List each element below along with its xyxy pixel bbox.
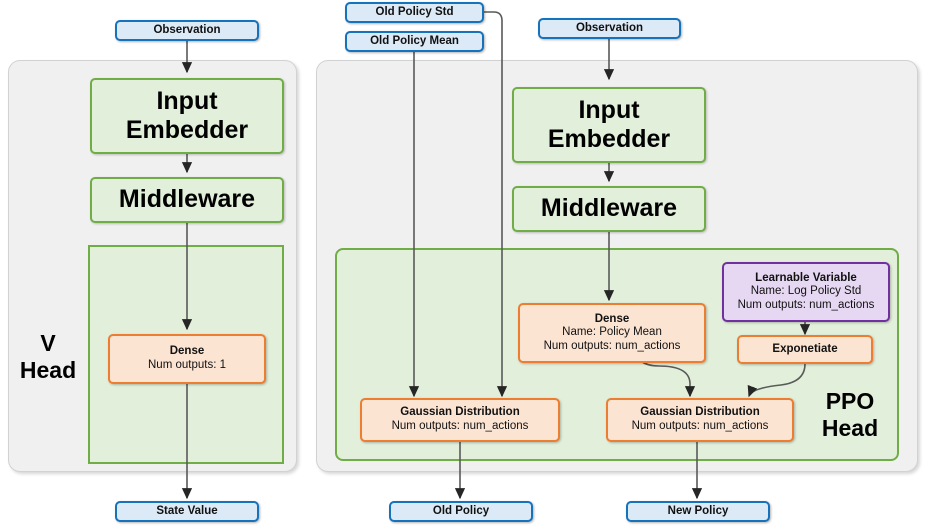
gaussian-new-title: Gaussian Distribution: [640, 406, 760, 419]
gaussian-distribution-new[interactable]: Gaussian Distribution Num outputs: num_a…: [606, 398, 794, 442]
gaussian-new-outputs: Num outputs: num_actions: [631, 420, 769, 432]
dense-v[interactable]: Dense Num outputs: 1: [108, 334, 266, 384]
gaussian-distribution-old[interactable]: Gaussian Distribution Num outputs: num_a…: [360, 398, 560, 442]
learnable-variable-outputs: Num outputs: num_actions: [737, 298, 875, 311]
middleware-v[interactable]: Middleware: [90, 177, 284, 223]
learnable-variable-name: Name: Log Policy Std: [750, 285, 862, 298]
v-head-label-line2: Head: [19, 357, 77, 384]
old-policy-std-input[interactable]: Old Policy Std: [345, 2, 484, 23]
dense-policy-mean-title: Dense: [594, 312, 630, 325]
dense-v-title: Dense: [169, 345, 205, 358]
ppo-head-label-line2: Head: [821, 415, 879, 442]
v-head-label: V Head: [8, 330, 88, 384]
gaussian-old-title: Gaussian Distribution: [400, 406, 520, 419]
gaussian-old-outputs: Num outputs: num_actions: [391, 420, 529, 432]
old-policy-mean-input[interactable]: Old Policy Mean: [345, 31, 484, 52]
input-embedder-ppo[interactable]: Input Embedder: [512, 87, 706, 163]
v-head-label-line1: V: [40, 330, 56, 356]
input-embedder-v[interactable]: Input Embedder: [90, 78, 284, 154]
ppo-head-label-line1: PPO: [825, 388, 875, 414]
dense-v-outputs: Num outputs: 1: [148, 359, 226, 371]
observation-input-v[interactable]: Observation: [115, 20, 259, 41]
dense-policy-mean[interactable]: Dense Name: Policy Mean Num outputs: num…: [518, 303, 706, 363]
new-policy-output[interactable]: New Policy: [626, 501, 770, 522]
learnable-variable-title: Learnable Variable: [755, 271, 857, 284]
exponetiate-title: Exponetiate: [772, 342, 838, 355]
exponetiate-op[interactable]: Exponetiate: [737, 335, 873, 364]
state-value-output[interactable]: State Value: [115, 501, 259, 522]
ppo-head-label: PPO Head: [800, 388, 900, 442]
dense-policy-mean-name: Name: Policy Mean: [562, 326, 662, 339]
middleware-ppo[interactable]: Middleware: [512, 186, 706, 232]
observation-input-ppo[interactable]: Observation: [538, 18, 681, 39]
old-policy-output[interactable]: Old Policy: [389, 501, 533, 522]
learnable-variable-log-policy-std[interactable]: Learnable Variable Name: Log Policy Std …: [722, 262, 890, 322]
dense-policy-mean-outputs: Num outputs: num_actions: [543, 339, 681, 352]
